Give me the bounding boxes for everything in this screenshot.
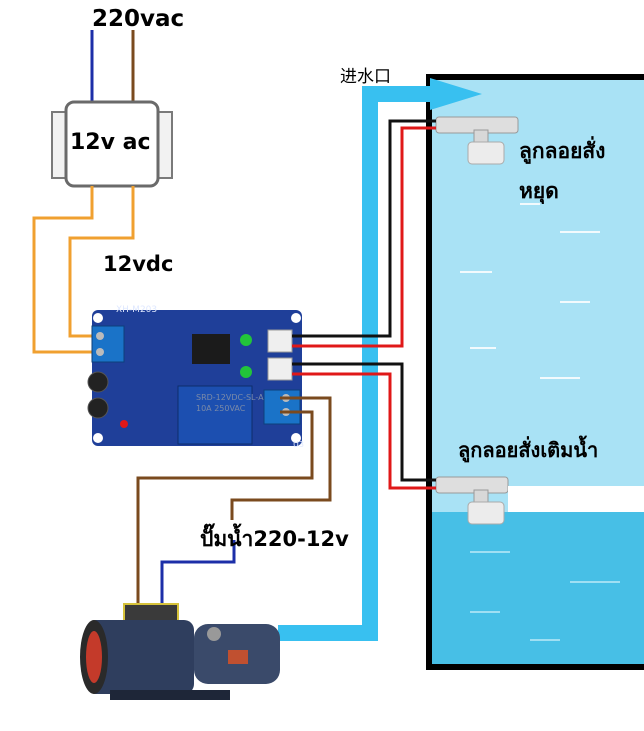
pump-wires [136,396,332,610]
board-model-label: XH-M203 [116,305,158,315]
transformer-label: 12v ac [70,130,151,155]
transformer [51,100,173,188]
ac-input-wires [90,30,135,102]
dc-output-label: 12vdc [103,252,174,276]
pump-label: ปั๊มน้ำ220-12v [200,527,349,551]
ac-input-label: 220vac [92,6,185,32]
fill-float-label: ลูกลอยสั่งเติมน้ำ [458,438,599,462]
dc-wires [32,186,135,354]
water-inlet-label: 进水口 [340,67,391,87]
stop-float-label-2: หยุด [519,179,559,203]
water-tank [426,74,644,670]
control-board [87,310,302,446]
fill-float-switch [435,476,644,525]
stop-float-switch [435,116,519,165]
relay-rating-label: 10A 250VAC [196,404,246,413]
water-pump [80,603,280,700]
connector-label: U3 [293,440,304,449]
relay-label: SRD-12VDC-SL-A [196,393,264,402]
stop-float-label: ลูกลอยสั่ง [519,139,606,163]
float-wires [292,119,436,490]
